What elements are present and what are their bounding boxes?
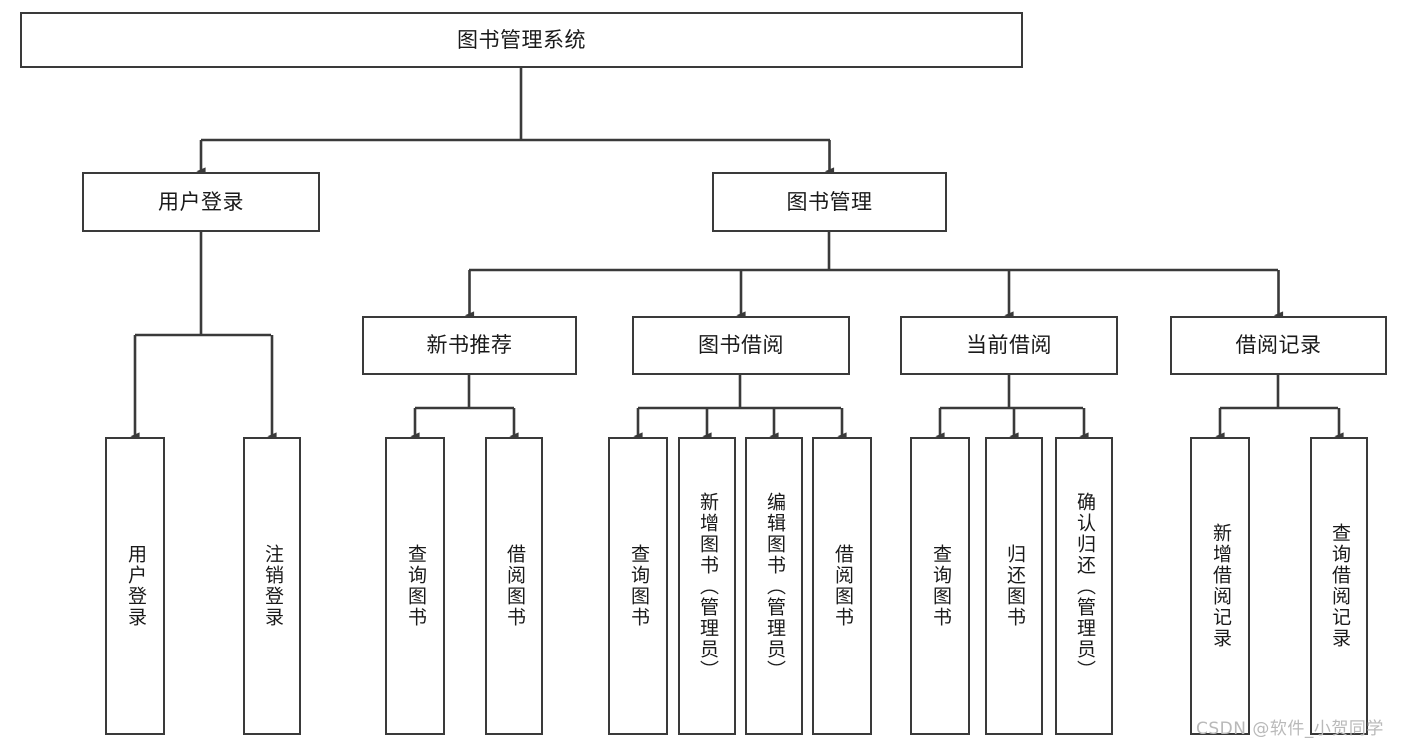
node-new-book-recommend[interactable]: 新书推荐 — [362, 316, 577, 375]
leaf-edit-book-label: 编辑图书（管理员） — [763, 491, 786, 681]
node-borrow-record[interactable]: 借阅记录 — [1170, 316, 1387, 375]
leaf-query-book-2[interactable]: 查询图书 — [608, 437, 668, 735]
node-user-login[interactable]: 用户登录 — [82, 172, 320, 232]
node-current-borrow-label: 当前借阅 — [966, 333, 1052, 358]
leaf-logout-label: 注销登录 — [261, 544, 284, 628]
leaf-query-book-1-label: 查询图书 — [404, 544, 427, 628]
leaf-logout[interactable]: 注销登录 — [243, 437, 301, 735]
leaf-query-borrow-record-label: 查询借阅记录 — [1328, 523, 1351, 649]
leaf-add-book[interactable]: 新增图书（管理员） — [678, 437, 736, 735]
leaf-query-borrow-record[interactable]: 查询借阅记录 — [1310, 437, 1368, 735]
leaf-confirm-return-label: 确认归还（管理员） — [1073, 491, 1096, 681]
node-current-borrow[interactable]: 当前借阅 — [900, 316, 1118, 375]
node-borrow-record-label: 借阅记录 — [1235, 333, 1322, 358]
leaf-return-book[interactable]: 归还图书 — [985, 437, 1043, 735]
node-book-management-label: 图书管理 — [786, 189, 873, 214]
node-book-management[interactable]: 图书管理 — [712, 172, 947, 232]
leaf-query-book-2-label: 查询图书 — [627, 544, 650, 628]
node-user-login-label: 用户登录 — [158, 189, 244, 214]
leaf-add-book-label: 新增图书（管理员） — [696, 491, 719, 681]
node-new-book-recommend-label: 新书推荐 — [426, 333, 513, 358]
leaf-add-borrow-record[interactable]: 新增借阅记录 — [1190, 437, 1250, 735]
leaf-user-login[interactable]: 用户登录 — [105, 437, 165, 735]
node-book-borrow-label: 图书借阅 — [698, 333, 784, 358]
leaf-edit-book[interactable]: 编辑图书（管理员） — [745, 437, 803, 735]
leaf-return-book-label: 归还图书 — [1003, 544, 1026, 628]
watermark: CSDN @软件_小贺同学 — [1196, 719, 1384, 739]
leaf-query-book-3-label: 查询图书 — [929, 544, 952, 628]
node-root-label: 图书管理系统 — [457, 27, 586, 52]
node-book-borrow[interactable]: 图书借阅 — [632, 316, 850, 375]
leaf-add-borrow-record-label: 新增借阅记录 — [1209, 523, 1232, 649]
leaf-borrow-book-1[interactable]: 借阅图书 — [485, 437, 543, 735]
leaf-borrow-book-2[interactable]: 借阅图书 — [812, 437, 872, 735]
leaf-borrow-book-2-label: 借阅图书 — [831, 544, 854, 628]
leaf-user-login-label: 用户登录 — [124, 544, 147, 628]
leaf-query-book-3[interactable]: 查询图书 — [910, 437, 970, 735]
leaf-confirm-return[interactable]: 确认归还（管理员） — [1055, 437, 1113, 735]
leaf-query-book-1[interactable]: 查询图书 — [385, 437, 445, 735]
node-root[interactable]: 图书管理系统 — [20, 12, 1023, 68]
leaf-borrow-book-1-label: 借阅图书 — [503, 544, 526, 628]
